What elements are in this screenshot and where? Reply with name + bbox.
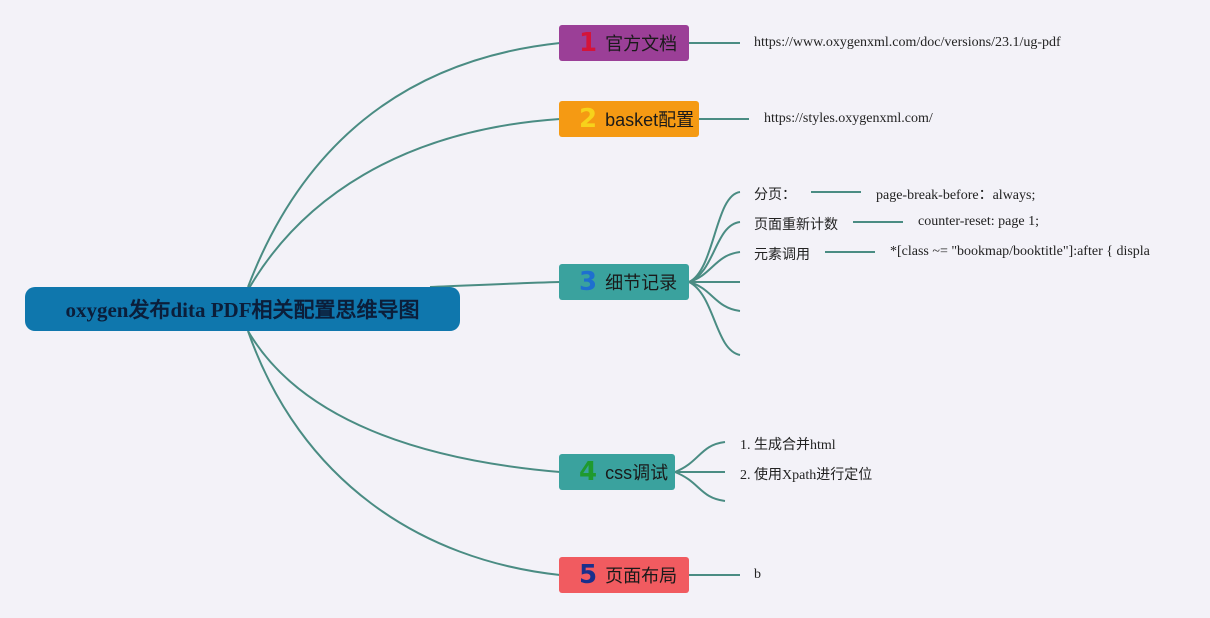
branch-topic-2[interactable]: 2 basket配置 xyxy=(559,101,699,137)
branch-topic-5[interactable]: 5 页面布局 xyxy=(559,557,689,593)
branch-label-1: 官方文档 xyxy=(605,34,678,54)
connector-4-leaf-3 xyxy=(674,471,726,502)
branch-label-2: basket配置 xyxy=(605,110,695,130)
connector-3-leaf-1 xyxy=(688,191,741,283)
connector-root-5 xyxy=(247,330,561,576)
connector-root-3 xyxy=(429,281,561,288)
connector-3-leaf-2 xyxy=(688,221,741,283)
leaf-2-1[interactable]: https://styles.oxygenxml.com/ xyxy=(764,111,933,126)
leaf-4-1[interactable]: 1. 生成合并html xyxy=(740,438,836,453)
connector-3-leaf-5 xyxy=(688,281,741,312)
leaf-4-2[interactable]: 2. 使用Xpath进行定位 xyxy=(740,468,873,483)
leaf-3-3[interactable]: 元素调用 xyxy=(754,246,810,262)
number-1-icon: 1 xyxy=(579,28,598,58)
leaf-3-2-value[interactable]: counter-reset: page 1; xyxy=(918,214,1039,229)
leaf-3-1-value[interactable]: page-break-before：always; xyxy=(876,188,1036,203)
connector-root-4 xyxy=(247,330,561,473)
connector-4-leaf-1 xyxy=(674,441,726,473)
root-title: oxygen发布dita PDF相关配置思维导图 xyxy=(65,298,420,322)
number-5-icon: 5 xyxy=(579,560,598,590)
leaf-3-1[interactable]: 分页： xyxy=(754,186,796,202)
branch-topic-4[interactable]: 4 css调试 xyxy=(559,454,675,490)
leaf-3-3-value[interactable]: *[class ~= "bookmap/booktitle"]:after { … xyxy=(890,244,1150,259)
branch-topic-3[interactable]: 3 细节记录 xyxy=(559,264,689,300)
connector-root-1 xyxy=(247,42,561,288)
root-topic[interactable]: oxygen发布dita PDF相关配置思维导图 xyxy=(25,287,460,331)
branch-label-3: 细节记录 xyxy=(605,273,678,293)
leaf-5-1[interactable]: b xyxy=(754,567,761,582)
connector-root-2 xyxy=(247,118,561,291)
number-4-icon: 4 xyxy=(579,457,598,487)
branch-topic-1[interactable]: 1 官方文档 xyxy=(559,25,689,61)
branch-label-4: css调试 xyxy=(605,463,669,483)
branch-label-5: 页面布局 xyxy=(605,566,678,586)
number-2-icon: 2 xyxy=(579,104,598,134)
number-3-icon: 3 xyxy=(579,267,598,297)
leaf-1-1[interactable]: https://www.oxygenxml.com/doc/versions/2… xyxy=(754,35,1061,50)
connector-3-leaf-3 xyxy=(688,251,741,283)
leaf-3-2[interactable]: 页面重新计数 xyxy=(754,216,838,232)
connector-3-leaf-6 xyxy=(688,281,741,356)
